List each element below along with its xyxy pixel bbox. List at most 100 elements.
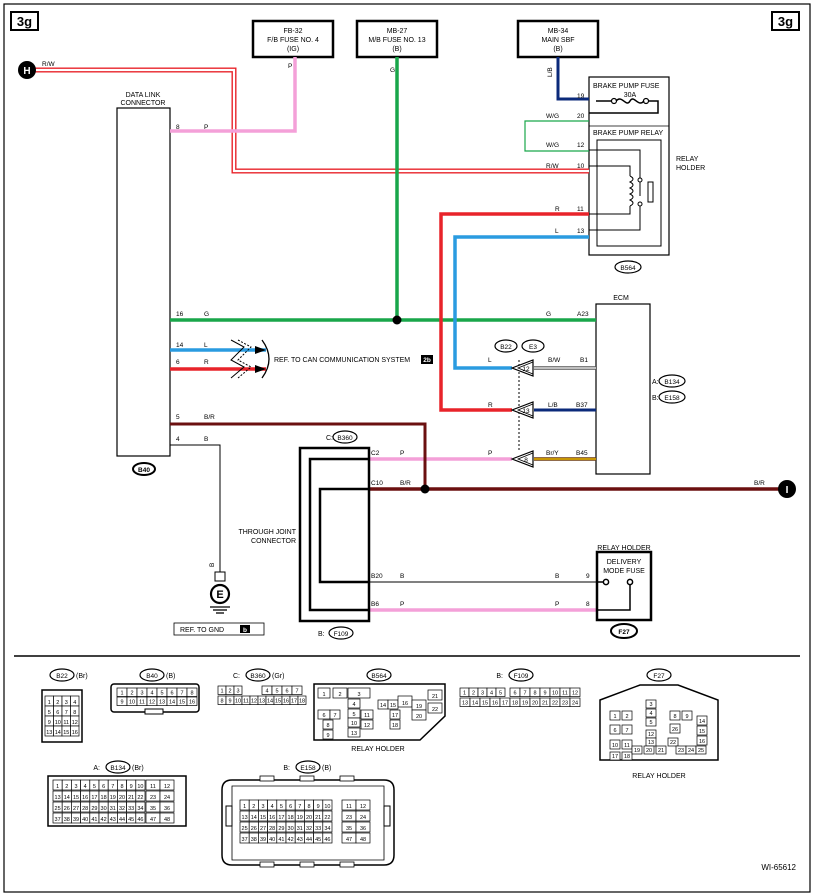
pin-label: 3 — [649, 702, 652, 708]
pin-label: 6 — [322, 713, 325, 719]
pin-label: 6 — [285, 689, 288, 695]
pin-label: 4 — [73, 700, 76, 706]
pin-cell — [609, 710, 621, 721]
pin-label: 21 — [128, 795, 134, 801]
pin-label: 24 — [572, 701, 578, 707]
pin-cell — [609, 739, 621, 750]
pin-label: 32 — [119, 806, 125, 812]
pin-label: 3 — [236, 689, 239, 695]
pin-label: 2 — [252, 804, 255, 810]
svg-text:B45: B45 — [576, 450, 588, 457]
fuse-30a-symbol — [589, 97, 659, 114]
pin-label: 16 — [72, 730, 78, 736]
pin-label: 10 — [552, 691, 558, 697]
pin-label: 45 — [128, 817, 134, 823]
pin-label: 1 — [613, 714, 616, 720]
pin-cell — [621, 724, 633, 735]
pin-label: 24 — [360, 815, 366, 821]
pin-label: 5 — [93, 784, 96, 790]
pin-label: 28 — [82, 806, 88, 812]
pin-label: 36 — [164, 806, 170, 812]
pin-label: 31 — [297, 826, 303, 832]
pin-cell — [347, 727, 361, 738]
connector-view-color: (Gr) — [272, 673, 284, 680]
pin-label: 21 — [658, 748, 664, 754]
svg-text:8: 8 — [176, 124, 180, 131]
pin-label: 19 — [634, 748, 640, 754]
svg-text:B22: B22 — [500, 344, 512, 351]
pin-label: 7 — [65, 710, 68, 716]
svg-text:P: P — [400, 601, 404, 608]
pin-cell — [645, 699, 657, 709]
pin-label: 41 — [91, 817, 97, 823]
wire-b-gnd — [170, 444, 221, 572]
pin-label: 22 — [670, 740, 676, 746]
pin-label: 47 — [150, 817, 156, 823]
pin-label: 5 — [352, 712, 355, 718]
pin-cell — [569, 687, 581, 697]
pin-label: 16 — [283, 699, 289, 705]
pin-label: 13 — [242, 815, 248, 821]
pin-cell — [355, 821, 371, 833]
pin-label: 7 — [295, 689, 298, 695]
connector-view-id: F109 — [514, 673, 529, 680]
pin-label: 8 — [190, 691, 193, 697]
pin-label: 3 — [261, 804, 264, 810]
wire-labels: R/W P G L/B 8 P 16 G 14 L 6 R 5 B/R 4 B … — [42, 61, 765, 608]
pin-label: 11 — [63, 720, 69, 726]
pin-label: 11 — [364, 713, 370, 719]
svg-text:b: b — [243, 627, 247, 634]
pin-label: 46 — [324, 837, 330, 843]
pin-cell — [569, 697, 581, 707]
svg-text:E3: E3 — [529, 344, 537, 351]
pin-cell — [322, 719, 334, 730]
pin-label: 15 — [260, 815, 266, 821]
pin-label: 18 — [392, 723, 398, 729]
connector-tag-b360: B360 — [332, 430, 358, 444]
pin-label: 1 — [56, 784, 59, 790]
pin-label: 18 — [299, 699, 305, 705]
svg-text:R/W: R/W — [42, 61, 56, 68]
pin-cell — [389, 709, 401, 720]
pin-label: 47 — [346, 837, 352, 843]
svg-text:B/R: B/R — [754, 480, 765, 487]
svg-text:B/W: B/W — [548, 357, 561, 364]
svg-text:DATA LINK: DATA LINK — [126, 92, 161, 99]
svg-text:B: B — [400, 573, 404, 580]
pin-label: 14 — [169, 700, 175, 706]
pin-cell — [159, 801, 175, 813]
pin-cell — [696, 735, 708, 746]
pin-label: 11 — [624, 743, 630, 749]
svg-text:F109: F109 — [334, 631, 349, 638]
svg-text:C10: C10 — [371, 480, 383, 487]
wire-r-relay — [439, 212, 589, 412]
pin-label: 9 — [326, 733, 329, 739]
svg-text:THROUGH JOINT: THROUGH JOINT — [238, 529, 296, 536]
svg-text:P: P — [400, 450, 404, 457]
pin-label: 19 — [416, 704, 422, 710]
pin-label: 18 — [288, 815, 294, 821]
pin-label: 25 — [698, 748, 704, 754]
pin-label: 7 — [180, 691, 183, 697]
pin-cell — [297, 695, 307, 705]
pin-cell — [645, 717, 657, 727]
pin-cell — [186, 687, 198, 697]
svg-text:FB-32: FB-32 — [283, 28, 302, 35]
pin-label: 18 — [624, 754, 630, 760]
pin-label: 39 — [73, 817, 79, 823]
svg-text:13: 13 — [577, 228, 585, 235]
svg-text:C:: C: — [326, 435, 333, 442]
connector-view-id: E158 — [300, 765, 316, 772]
pin-label: 43 — [297, 837, 303, 843]
pin-cell — [427, 689, 443, 701]
pin-label: 1 — [243, 804, 246, 810]
pin-label: 19 — [297, 815, 303, 821]
svg-text:P: P — [488, 450, 492, 457]
svg-text:B:: B: — [318, 631, 325, 638]
pin-label: 20 — [306, 815, 312, 821]
svg-text:B564: B564 — [620, 265, 636, 272]
pin-label: 11 — [346, 804, 352, 810]
